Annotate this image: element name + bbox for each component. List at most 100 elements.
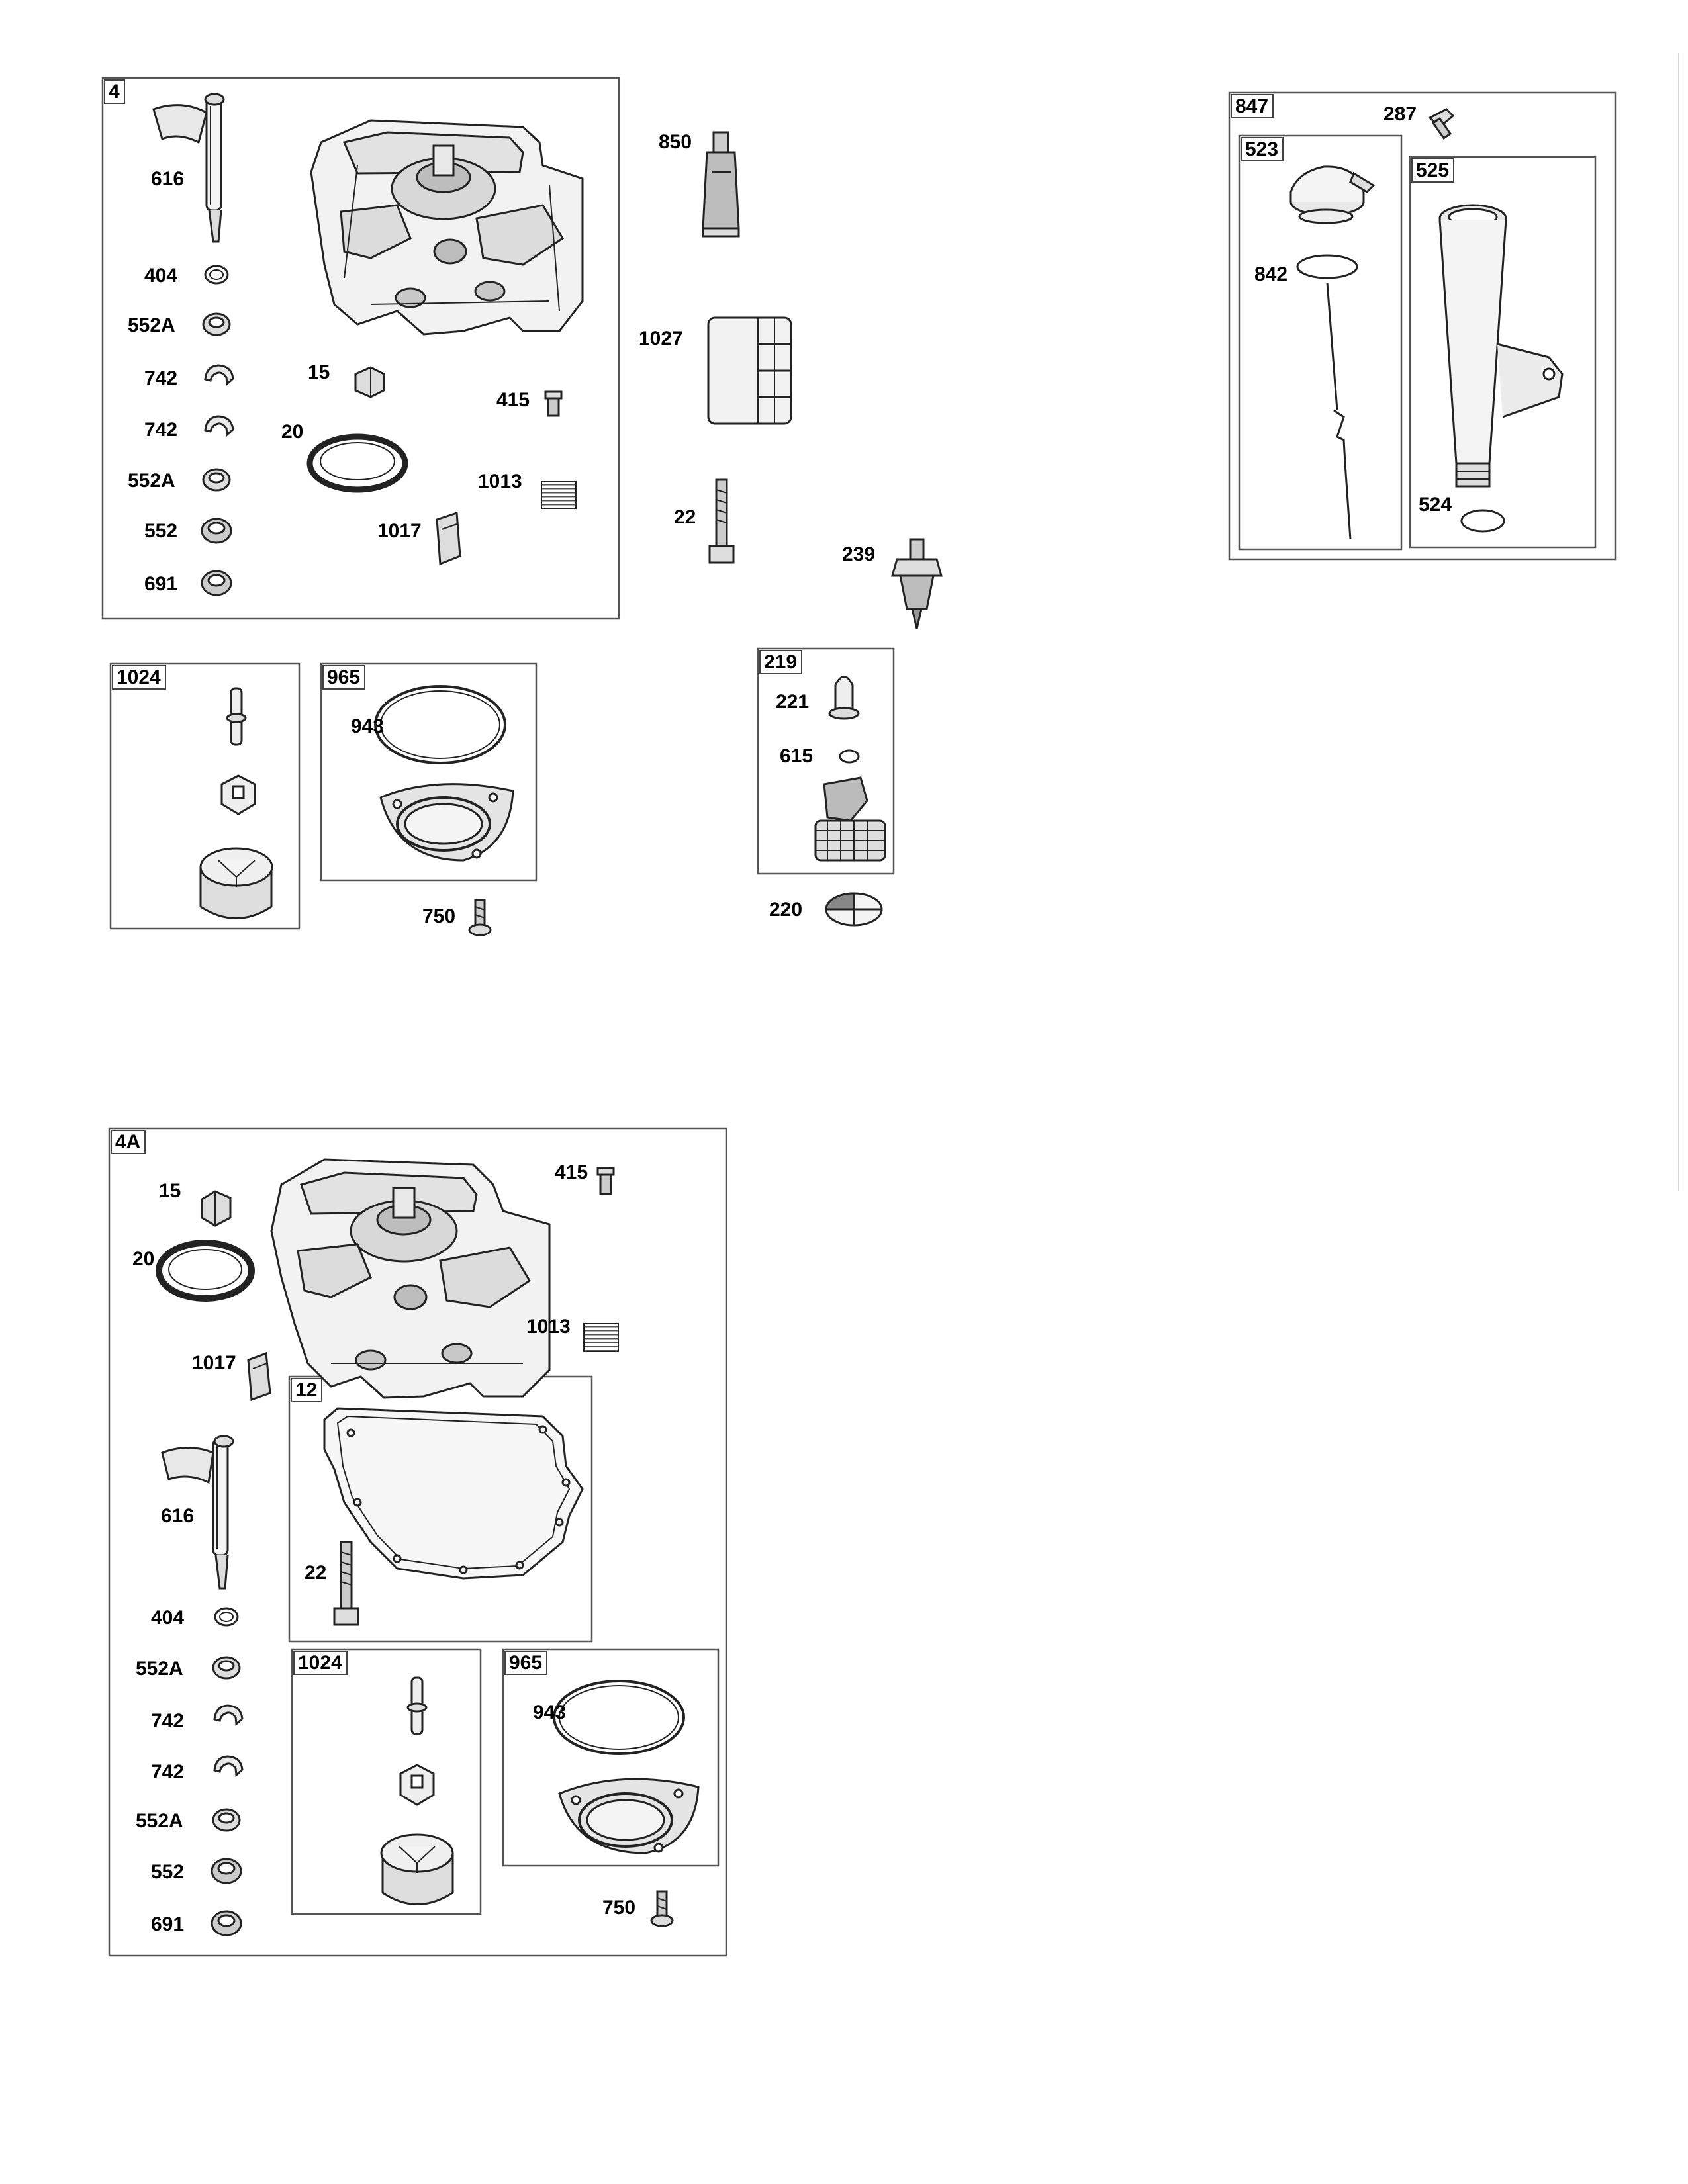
part-label-742: 742 [144, 367, 178, 389]
kit-tag-12: 12 [291, 1378, 323, 1402]
kit-tag-1024: 1024 [293, 1651, 348, 1675]
part-label-742: 742 [144, 419, 178, 441]
bolt-icon [544, 390, 563, 417]
seal-washer-icon [211, 1910, 242, 1936]
part-label-842: 842 [1254, 263, 1288, 285]
dipstick-cap-icon [1289, 165, 1376, 224]
e-ring-clip-icon [204, 364, 234, 387]
gasket-icon [323, 1407, 584, 1580]
frame-965-4a [502, 1648, 720, 1867]
kit-tag-525: 525 [1411, 158, 1455, 183]
sealant-strip-icon [583, 1323, 619, 1352]
frame-4a [108, 1127, 727, 1957]
crankcase-sump-icon [310, 119, 584, 336]
part-label-742: 742 [151, 1761, 185, 1783]
seal-washer-icon [202, 468, 231, 492]
frame-4 [101, 77, 620, 620]
part-label-750: 750 [422, 905, 456, 927]
part-label-404: 404 [144, 265, 178, 287]
part-label-552: 552 [151, 1861, 185, 1883]
dipstick-tube-icon [161, 1435, 234, 1590]
part-label-20: 20 [132, 1248, 155, 1270]
kit-tag-4: 4 [104, 79, 125, 104]
part-label-22: 22 [674, 506, 696, 528]
part-label-552a: 552A [128, 314, 175, 336]
crankcase-sump-icon [270, 1158, 551, 1399]
pump-cover-icon [379, 783, 514, 862]
e-ring-clip-icon [204, 415, 234, 437]
dipstick-tube-icon [152, 93, 225, 243]
seal-washer-icon [202, 312, 231, 336]
e-ring-clip-icon [213, 1704, 244, 1727]
part-label-616: 616 [151, 168, 185, 190]
part-label-287: 287 [1383, 103, 1417, 125]
part-label-524: 524 [1419, 494, 1452, 516]
oil-seal-icon [306, 433, 408, 493]
frame-1024 [109, 662, 301, 930]
kit-tag-965: 965 [504, 1651, 548, 1675]
kit-tag-219: 219 [759, 650, 803, 674]
pump-housing-icon [199, 847, 273, 919]
part-label-15: 15 [159, 1180, 181, 1202]
frame-219 [757, 647, 895, 875]
part-label-552a: 552A [136, 1658, 183, 1680]
seal-washer-icon [201, 570, 232, 596]
o-ring-icon [553, 1680, 685, 1755]
pump-rotor-icon [220, 774, 256, 815]
e-ring-clip-icon [213, 1755, 244, 1778]
part-label-552: 552 [144, 520, 178, 542]
plug-icon [201, 1190, 232, 1227]
o-ring-icon [204, 265, 229, 285]
spring-pin-icon [406, 1676, 428, 1735]
governor-gear-icon [814, 776, 886, 862]
screw-icon [468, 899, 492, 936]
part-label-415: 415 [496, 389, 530, 411]
pump-rotor-icon [399, 1764, 435, 1806]
o-ring-icon [1296, 254, 1358, 279]
governor-pin-icon [828, 676, 860, 720]
kit-tag-1024: 1024 [112, 665, 166, 690]
oil-drain-valve-icon [891, 538, 943, 629]
part-label-20: 20 [281, 421, 304, 443]
frame-523 [1238, 134, 1403, 551]
kit-tag-523: 523 [1241, 137, 1284, 161]
part-label-742: 742 [151, 1710, 185, 1732]
seal-washer-icon [201, 518, 232, 544]
seal-washer-icon [211, 1858, 242, 1884]
frame-525 [1409, 156, 1597, 549]
part-label-22: 22 [305, 1562, 327, 1584]
frame-1024-4a [291, 1648, 482, 1915]
pump-housing-icon [380, 1833, 454, 1905]
frame-965 [320, 662, 538, 882]
part-label-552a: 552A [136, 1810, 183, 1832]
part-label-1013: 1013 [526, 1316, 571, 1338]
oil-seal-icon [156, 1240, 255, 1302]
seal-washer-icon [212, 1808, 241, 1832]
bolt-icon [1428, 108, 1455, 140]
sealant-tube-icon [702, 131, 740, 238]
seal-washer-icon [212, 1656, 241, 1680]
part-label-1013: 1013 [478, 471, 522, 492]
part-label-850: 850 [659, 131, 692, 153]
sealant-strip-icon [541, 481, 577, 509]
part-label-15: 15 [308, 361, 330, 383]
clip-icon [436, 511, 461, 566]
part-label-239: 239 [842, 543, 876, 565]
bolt-icon [333, 1541, 359, 1626]
part-label-750: 750 [602, 1897, 636, 1919]
page-edge-shadow [1678, 53, 1679, 1191]
fill-tube-icon [1438, 204, 1564, 488]
part-label-404: 404 [151, 1607, 185, 1629]
o-ring-icon [374, 685, 506, 764]
kit-tag-965: 965 [322, 665, 366, 690]
pump-cover-icon [558, 1778, 700, 1854]
part-label-943: 943 [351, 715, 385, 737]
dipstick-rod-icon [1326, 282, 1352, 540]
part-label-552a: 552A [128, 470, 175, 492]
frame-847 [1228, 91, 1617, 561]
part-label-221: 221 [776, 691, 810, 713]
part-label-615: 615 [780, 745, 814, 767]
plug-icon [354, 366, 385, 398]
o-ring-icon [839, 749, 860, 764]
